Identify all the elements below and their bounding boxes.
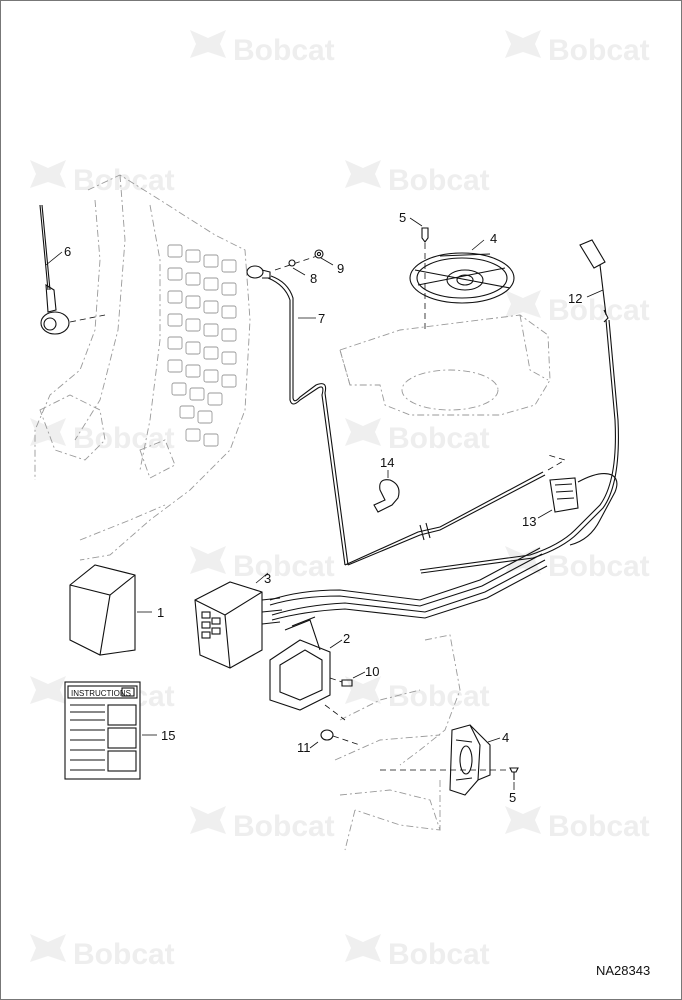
watermark-text: Bobcat bbox=[388, 164, 490, 197]
callout-12: 12 bbox=[568, 291, 582, 306]
leader-line bbox=[329, 639, 343, 649]
watermark-text: Bobcat bbox=[73, 164, 175, 197]
antenna-mount-base bbox=[246, 265, 271, 279]
dashed-alignment-line bbox=[329, 677, 343, 683]
part-box bbox=[69, 564, 136, 656]
callout-9: 9 bbox=[337, 261, 344, 276]
drawing-reference-number: NA28343 bbox=[596, 963, 650, 978]
callout-5: 5 bbox=[509, 790, 516, 805]
dashed-alignment-line bbox=[324, 704, 346, 721]
watermark-text: Bobcat bbox=[548, 294, 650, 327]
watermark-text: Bobcat bbox=[233, 550, 335, 583]
connector-block bbox=[549, 473, 618, 546]
speaker-cable-12 bbox=[419, 239, 619, 574]
leader-line bbox=[352, 671, 366, 679]
bobcat-watermark-group: Bobcat Bobcat Bobcat Bobcat Bobcat Bobca… bbox=[30, 30, 650, 971]
speaker-lower bbox=[449, 724, 491, 796]
instructions-sheet: INSTRUCTIONS bbox=[64, 681, 141, 780]
leader-line bbox=[537, 509, 553, 519]
leader-line bbox=[586, 289, 604, 298]
bracket-screw bbox=[341, 679, 353, 687]
callout-6: 6 bbox=[64, 244, 71, 259]
watermark-text: Bobcat bbox=[548, 550, 650, 583]
dashed-alignment-line bbox=[547, 454, 566, 471]
lower-post-ghost bbox=[334, 634, 461, 851]
antenna-cable bbox=[267, 275, 546, 566]
watermark-text: Bobcat bbox=[73, 422, 175, 455]
speaker-upper bbox=[409, 252, 515, 304]
callout-15: 15 bbox=[161, 728, 175, 743]
speaker-enclosure-ghost bbox=[339, 314, 551, 416]
callout-3: 3 bbox=[264, 571, 271, 586]
bobcat-logo-watermark bbox=[30, 30, 541, 962]
leader-line bbox=[409, 217, 423, 227]
leader-line bbox=[292, 267, 306, 276]
washer bbox=[288, 259, 296, 267]
dashed-alignment-line bbox=[274, 254, 321, 271]
cable-tie bbox=[373, 479, 400, 513]
callout-14: 14 bbox=[380, 455, 394, 470]
leader-line bbox=[255, 572, 269, 584]
leader-line bbox=[320, 257, 334, 266]
callout-4: 4 bbox=[490, 231, 497, 246]
dashed-alignment-line bbox=[332, 735, 361, 746]
watermark-text: Bobcat bbox=[548, 34, 650, 67]
screw bbox=[509, 767, 519, 780]
callout-4: 4 bbox=[502, 730, 509, 745]
leader-line bbox=[471, 239, 485, 251]
callout-13: 13 bbox=[522, 514, 536, 529]
leader-line bbox=[45, 251, 63, 266]
callout-11: 11 bbox=[297, 740, 311, 755]
screw bbox=[421, 227, 429, 243]
mounting-bracket bbox=[269, 616, 331, 711]
watermark-text: Bobcat bbox=[73, 938, 175, 971]
callout-5: 5 bbox=[399, 210, 406, 225]
leader-line bbox=[487, 737, 501, 743]
bracket-nut bbox=[320, 729, 334, 741]
watermark-text: Bobcat bbox=[388, 422, 490, 455]
watermark-text: Bobcat bbox=[388, 680, 490, 713]
callout-2: 2 bbox=[343, 631, 350, 646]
perforated-grid bbox=[167, 244, 237, 447]
cab-frame-ghost bbox=[34, 174, 251, 561]
callout-numbers: 1 2 3 4 4 5 5 6 7 8 9 10 11 12 13 14 15 bbox=[64, 210, 582, 805]
watermark-text: Bobcat bbox=[233, 34, 335, 67]
watermark-text: Bobcat bbox=[233, 810, 335, 843]
callout-7: 7 bbox=[318, 311, 325, 326]
callout-1: 1 bbox=[157, 605, 164, 620]
leader-line bbox=[309, 741, 319, 749]
dashed-alignment-line bbox=[69, 314, 106, 323]
callout-8: 8 bbox=[310, 271, 317, 286]
nut bbox=[314, 249, 324, 259]
watermark-text: Bobcat bbox=[388, 938, 490, 971]
antenna bbox=[39, 204, 70, 335]
callout-10: 10 bbox=[365, 664, 379, 679]
instructions-label: INSTRUCTIONS bbox=[71, 689, 131, 698]
radio-harness bbox=[269, 547, 548, 621]
radio-unit bbox=[194, 581, 283, 669]
watermark-text: Bobcat bbox=[548, 810, 650, 843]
